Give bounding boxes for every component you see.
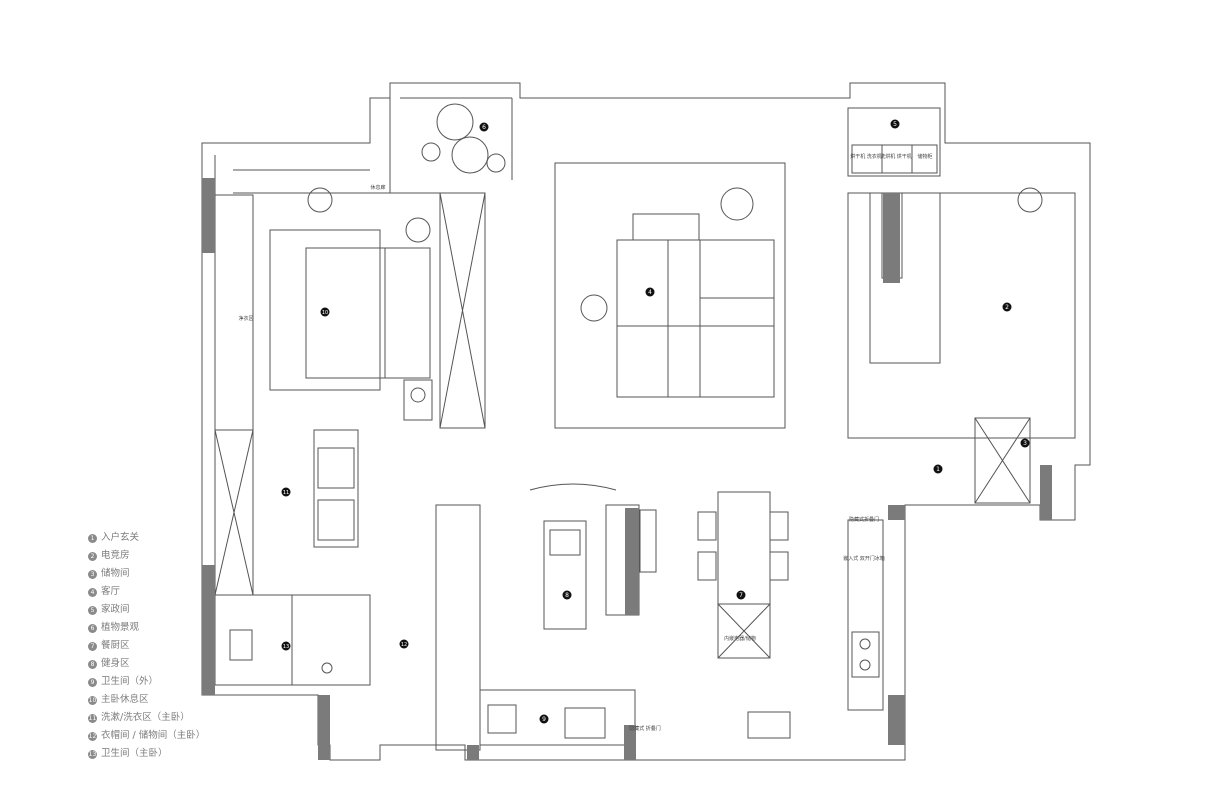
svg-text:2: 2 <box>1005 304 1009 311</box>
legend-label: 电竞房 <box>101 550 130 561</box>
hidden-door-label: 隐藏式折叠门 <box>849 516 879 523</box>
legend-number: 12 <box>88 731 97 741</box>
legend-label: 客厅 <box>101 586 121 597</box>
svg-text:9: 9 <box>542 716 546 723</box>
svg-text:8: 8 <box>565 592 569 599</box>
vanity-island <box>313 429 359 548</box>
room-marker-9: 9 <box>539 714 549 724</box>
legend-item: 1 入户玄关 <box>88 530 205 548</box>
svg-text:1: 1 <box>936 466 940 473</box>
svg-text:10: 10 <box>322 310 328 316</box>
fridge-label: 嵌入式 双开门冰箱 <box>843 555 885 562</box>
outer-wall <box>201 82 1091 761</box>
legend-label: 洗漱/洗衣区（主卧） <box>101 712 190 723</box>
legend-item: 6 植物景观 <box>88 620 205 638</box>
laundry-label-c: 储物柜 <box>917 153 932 160</box>
room-marker-5: 5 <box>890 119 900 129</box>
room-marker-3: 3 <box>1020 438 1030 448</box>
svg-text:12: 12 <box>401 642 407 648</box>
room-marker-8: 8 <box>562 590 572 600</box>
legend-item: 10 主卧休息区 <box>88 692 205 710</box>
legend-number: 4 <box>88 587 97 597</box>
legend-item: 3 储物间 <box>88 566 205 584</box>
room-marker-6: 6 <box>479 122 489 132</box>
legend-item: 8 健身区 <box>88 656 205 674</box>
legend-item: 4 客厅 <box>88 584 205 602</box>
dining-table <box>717 491 771 605</box>
room-marker-12: 12 <box>399 639 409 649</box>
room-marker-1: 1 <box>933 464 943 474</box>
legend-label: 卫生间（主卧） <box>101 748 168 759</box>
legend-label: 入户玄关 <box>101 532 140 543</box>
legend-item: 2 电竞房 <box>88 548 205 566</box>
svg-text:6: 6 <box>482 124 486 131</box>
legend-label: 家政间 <box>101 604 130 615</box>
legend: 1 入户玄关 2 电竞房 3 储物间 4 客厅 5 家政间 6 植物景观 7 餐厨区 8 健身区 9 卫生间（外）… <box>88 530 205 764</box>
legend-label: 储物间 <box>101 568 130 579</box>
legend-label: 植物景观 <box>101 622 140 633</box>
pantry-label: 内嵌电器/储物 <box>724 635 756 642</box>
bedroom-rug <box>269 229 381 391</box>
legend-number: 5 <box>88 605 97 615</box>
legend-number: 7 <box>88 641 97 651</box>
legend-item: 13 卫生间（主卧） <box>88 746 205 764</box>
sofa <box>616 239 775 398</box>
legend-label: 卫生间（外） <box>101 676 159 687</box>
legend-number: 2 <box>88 551 97 561</box>
room-marker-7: 7 <box>736 590 746 600</box>
legend-number: 11 <box>88 713 97 723</box>
room-marker-10: 10 <box>320 307 330 317</box>
legend-item: 12 衣帽间 / 储物间（主卧） <box>88 728 205 746</box>
legend-number: 6 <box>88 623 97 633</box>
svg-text:5: 5 <box>893 121 897 128</box>
plant-note: 休息廊 <box>370 184 385 191</box>
legend-number: 13 <box>88 749 97 759</box>
legend-label: 衣帽间 / 储物间（主卧） <box>101 730 206 741</box>
legend-number: 9 <box>88 677 97 687</box>
legend-label: 餐厨区 <box>101 640 130 651</box>
svg-text:11: 11 <box>283 490 289 496</box>
legend-number: 3 <box>88 569 97 579</box>
legend-number: 1 <box>88 533 97 543</box>
svg-text:13: 13 <box>283 644 289 650</box>
svg-text:3: 3 <box>1023 440 1027 447</box>
room-marker-11: 11 <box>281 487 291 497</box>
gym-bench <box>543 520 587 630</box>
legend-item: 9 卫生间（外） <box>88 674 205 692</box>
legend-item: 11 洗漱/洗衣区（主卧） <box>88 710 205 728</box>
legend-item: 5 家政间 <box>88 602 205 620</box>
room-marker-13: 13 <box>281 641 291 651</box>
living-rug <box>554 162 786 429</box>
laundry-label-b: 洗烘机 烘干机 <box>880 153 912 160</box>
legend-item: 7 餐厨区 <box>88 638 205 656</box>
legend-number: 8 <box>88 659 97 669</box>
laundry-label-a: 烘干机 洗衣机 <box>850 153 882 160</box>
legend-label: 主卧休息区 <box>101 694 149 705</box>
hidden-door-label-2: 隐藏式 折叠门 <box>629 725 661 732</box>
legend-number: 10 <box>88 695 97 705</box>
wardrobe-note: 净衣区 <box>238 315 253 322</box>
room-marker-4: 4 <box>645 287 655 297</box>
svg-text:4: 4 <box>648 289 652 296</box>
legend-label: 健身区 <box>101 658 130 669</box>
svg-text:7: 7 <box>739 592 743 599</box>
room-marker-2: 2 <box>1002 302 1012 312</box>
